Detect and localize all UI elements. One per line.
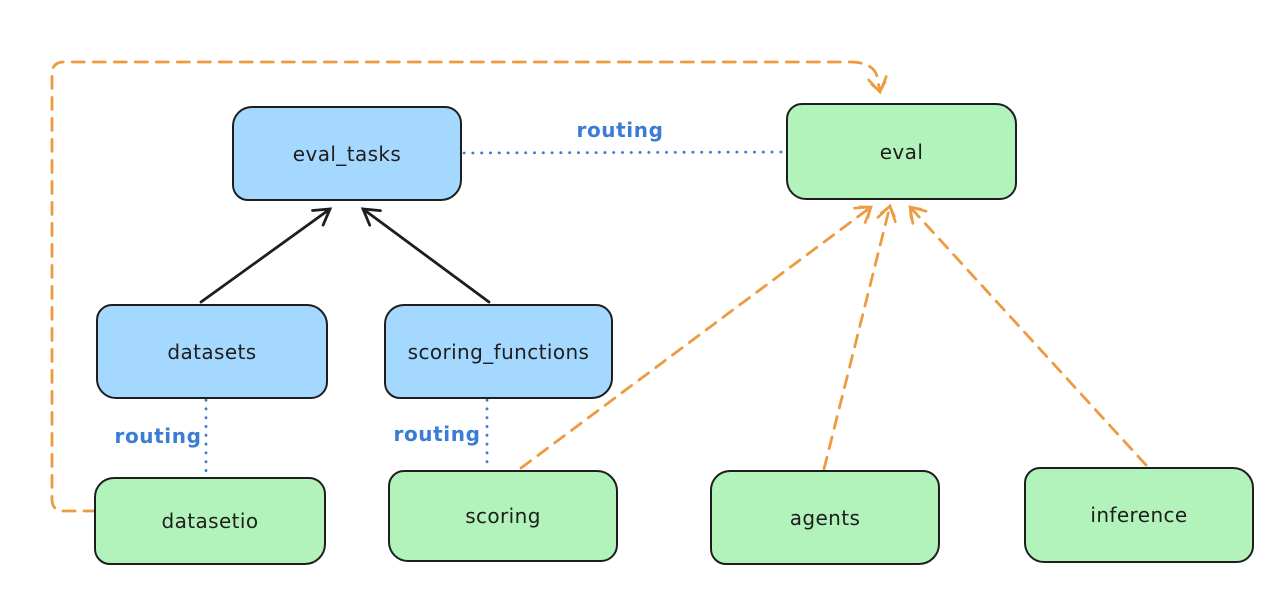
node-inference-label: inference	[1090, 503, 1188, 527]
edge-label-routing-left: routing	[114, 424, 202, 448]
edge-datasetio-to-eval	[50, 60, 888, 513]
edge-datasets-to-eval-tasks	[199, 207, 333, 304]
node-datasets: datasets	[96, 304, 328, 399]
edge-scoring-to-eval	[519, 205, 873, 470]
node-scoring-functions-label: scoring_functions	[407, 339, 590, 364]
node-scoring: scoring	[388, 470, 618, 562]
node-inference: inference	[1024, 467, 1254, 563]
edge-label-routing-middle: routing	[393, 422, 481, 446]
node-agents-label: agents	[789, 505, 861, 530]
node-eval-tasks: eval_tasks	[232, 106, 462, 201]
edge-inference-to-eval	[908, 205, 1148, 467]
edge-label-routing-top: routing	[576, 118, 664, 142]
node-datasetio-label: datasetio	[161, 509, 259, 533]
edge-agents-to-eval	[822, 203, 897, 471]
edge-scoring-functions-to-eval-tasks	[360, 207, 491, 304]
node-scoring-functions: scoring_functions	[384, 304, 613, 399]
node-eval-label: eval	[879, 139, 924, 164]
node-agents: agents	[710, 470, 940, 565]
node-eval-tasks-label: eval_tasks	[292, 141, 402, 166]
node-datasets-label: datasets	[167, 339, 257, 364]
edge-routing-eval-tasks-to-eval	[462, 150, 787, 155]
node-scoring-label: scoring	[465, 504, 541, 528]
node-datasetio: datasetio	[94, 477, 326, 565]
node-eval: eval	[786, 103, 1017, 200]
